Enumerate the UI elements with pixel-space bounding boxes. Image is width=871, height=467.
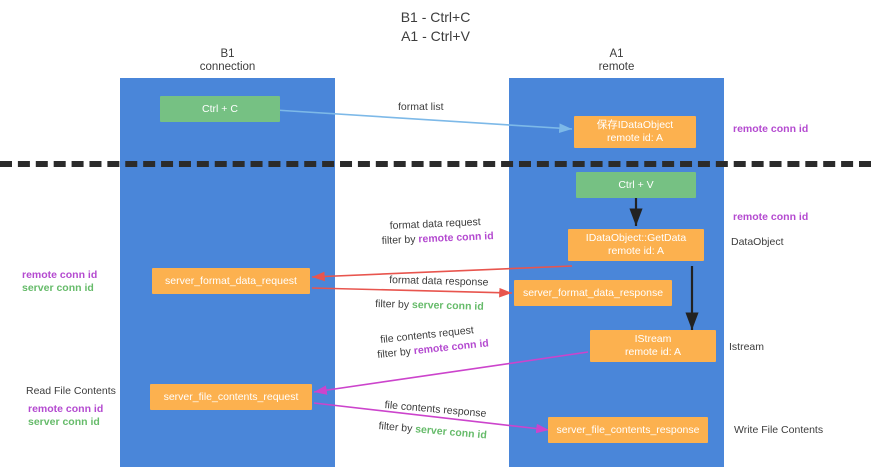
node-server-format-data-request[interactable]: server_format_data_request	[152, 268, 310, 294]
column-header-b1-name: B1	[220, 48, 235, 60]
title-line-2: A1 - Ctrl+V	[401, 28, 470, 44]
node-istream-subtitle: remote id: A	[624, 346, 682, 358]
node-idataobject-getdata[interactable]: IDataObject::GetData remote id: A	[568, 229, 704, 261]
column-header-b1-sub: connection	[199, 61, 256, 73]
column-header-b1: B1 connection	[150, 48, 305, 74]
right-label-write-file-contents: Write File Contents	[734, 424, 824, 436]
node-server-format-data-response-label: server_format_data_response	[522, 286, 664, 299]
node-server-format-data-response[interactable]: server_format_data_response	[514, 280, 672, 306]
right-label-istream: Istream	[729, 341, 765, 353]
column-header-a1-name: A1	[609, 48, 624, 60]
title-line-1: B1 - Ctrl+C	[400, 9, 471, 25]
filter-by-text-1: filter by	[381, 233, 419, 248]
edge-label-filter-by-remote-conn-id-1: filter by remote conn id	[381, 230, 493, 248]
left-label-remote-conn-id-1: remote conn id	[22, 269, 98, 281]
node-server-file-contents-response-label: server_file_contents_response	[556, 423, 700, 436]
column-header-a1: A1 remote	[539, 48, 694, 74]
right-label-dataobject: DataObject	[731, 236, 784, 248]
node-idataobject[interactable]: 保存IDataObject remote id: A	[574, 116, 696, 148]
right-label-remote-conn-id-top: remote conn id	[733, 123, 809, 135]
right-label-remote-conn-id-mid: remote conn id	[733, 211, 809, 223]
node-istream-title: IStream	[634, 333, 672, 345]
node-idataobject-subtitle: remote id: A	[606, 132, 664, 144]
node-server-file-contents-request-label: server_file_contents_request	[163, 390, 299, 403]
server-conn-id-text-1: server conn id	[411, 298, 484, 313]
filter-by-text-4: filter by	[378, 420, 416, 436]
filter-by-text-3: filter by	[376, 345, 415, 362]
node-ctrl-v-label: Ctrl + V	[618, 178, 654, 191]
left-label-server-conn-id-2: server conn id	[28, 416, 100, 428]
filter-by-text-2: filter by	[375, 298, 413, 311]
left-label-remote-conn-id-2: remote conn id	[28, 403, 104, 415]
edge-label-format-data-response: format data response	[389, 274, 489, 289]
node-server-file-contents-response[interactable]: server_file_contents_response	[548, 417, 708, 443]
phase-divider	[0, 161, 871, 167]
remote-conn-id-text-1: remote conn id	[418, 230, 494, 246]
node-ctrl-c-label: Ctrl + C	[202, 102, 238, 115]
node-istream[interactable]: IStream remote id: A	[590, 330, 716, 362]
left-label-read-file-contents: Read File Contents	[26, 385, 116, 397]
server-conn-id-text-2: server conn id	[414, 423, 488, 442]
edge-label-filter-by-server-conn-id-1: filter by server conn id	[375, 298, 484, 314]
node-ctrl-c[interactable]: Ctrl + C	[160, 96, 280, 122]
edge-label-format-list: format list	[398, 101, 444, 113]
edge-label-filter-by-server-conn-id-2: filter by server conn id	[378, 420, 487, 442]
left-label-server-conn-id-1: server conn id	[22, 282, 94, 294]
page-title: B1 - Ctrl+C A1 - Ctrl+V	[0, 8, 871, 46]
column-header-a1-sub: remote	[598, 61, 635, 73]
node-server-file-contents-request[interactable]: server_file_contents_request	[150, 384, 312, 410]
node-ctrl-v[interactable]: Ctrl + V	[576, 172, 696, 198]
edge-label-file-contents-response: file contents response	[384, 399, 487, 420]
node-idataobject-title: 保存IDataObject	[596, 119, 674, 131]
node-getdata-title: IDataObject::GetData	[585, 232, 687, 244]
node-getdata-subtitle: remote id: A	[607, 245, 665, 257]
node-server-format-data-request-label: server_format_data_request	[165, 274, 297, 287]
